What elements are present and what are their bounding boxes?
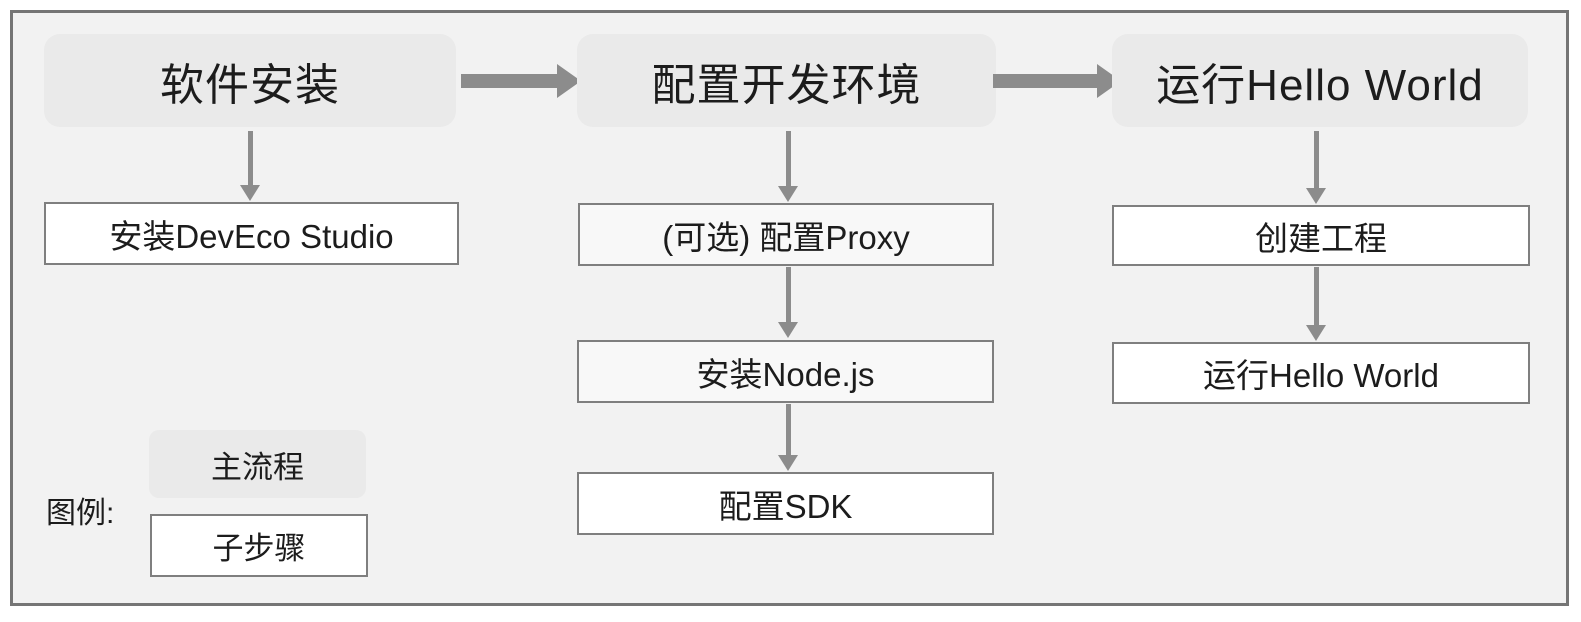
- arrow-head: [778, 455, 798, 471]
- arrow-shaft: [993, 74, 1097, 88]
- arrow-down-icon: [240, 131, 260, 201]
- arrow-head: [778, 322, 798, 338]
- legend-main-process-swatch: 主流程: [149, 430, 366, 498]
- arrow-head: [1306, 188, 1326, 204]
- arrow-shaft: [1313, 267, 1319, 325]
- legend-sub-step-swatch: 子步骤: [150, 514, 368, 577]
- arrow-shaft: [785, 404, 791, 455]
- arrow-down-icon: [778, 404, 798, 471]
- substep-run-hello-world: 运行Hello World: [1112, 342, 1530, 404]
- arrow-right-icon: [461, 64, 581, 98]
- arrow-head: [240, 185, 260, 201]
- main-step-software-install: 软件安装: [44, 34, 456, 127]
- arrow-down-icon: [1306, 131, 1326, 204]
- arrow-right-icon: [993, 64, 1121, 98]
- main-step-configure-env: 配置开发环境: [577, 34, 996, 127]
- arrow-shaft: [1313, 131, 1319, 188]
- arrow-head: [1306, 325, 1326, 341]
- arrow-shaft: [247, 131, 253, 185]
- arrow-down-icon: [778, 131, 798, 202]
- substep-install-nodejs: 安装Node.js: [577, 340, 994, 403]
- main-step-run-hello-world: 运行Hello World: [1112, 34, 1528, 127]
- substep-install-deveco-studio: 安装DevEco Studio: [44, 202, 459, 265]
- substep-configure-proxy: (可选) 配置Proxy: [578, 203, 994, 266]
- arrow-down-icon: [1306, 267, 1326, 341]
- arrow-shaft: [461, 74, 557, 88]
- arrow-down-icon: [778, 267, 798, 338]
- arrow-head: [778, 186, 798, 202]
- substep-configure-sdk: 配置SDK: [577, 472, 994, 535]
- substep-create-project: 创建工程: [1112, 205, 1530, 266]
- arrow-shaft: [785, 131, 791, 186]
- legend-label: 图例:: [46, 497, 115, 530]
- arrow-shaft: [785, 267, 791, 322]
